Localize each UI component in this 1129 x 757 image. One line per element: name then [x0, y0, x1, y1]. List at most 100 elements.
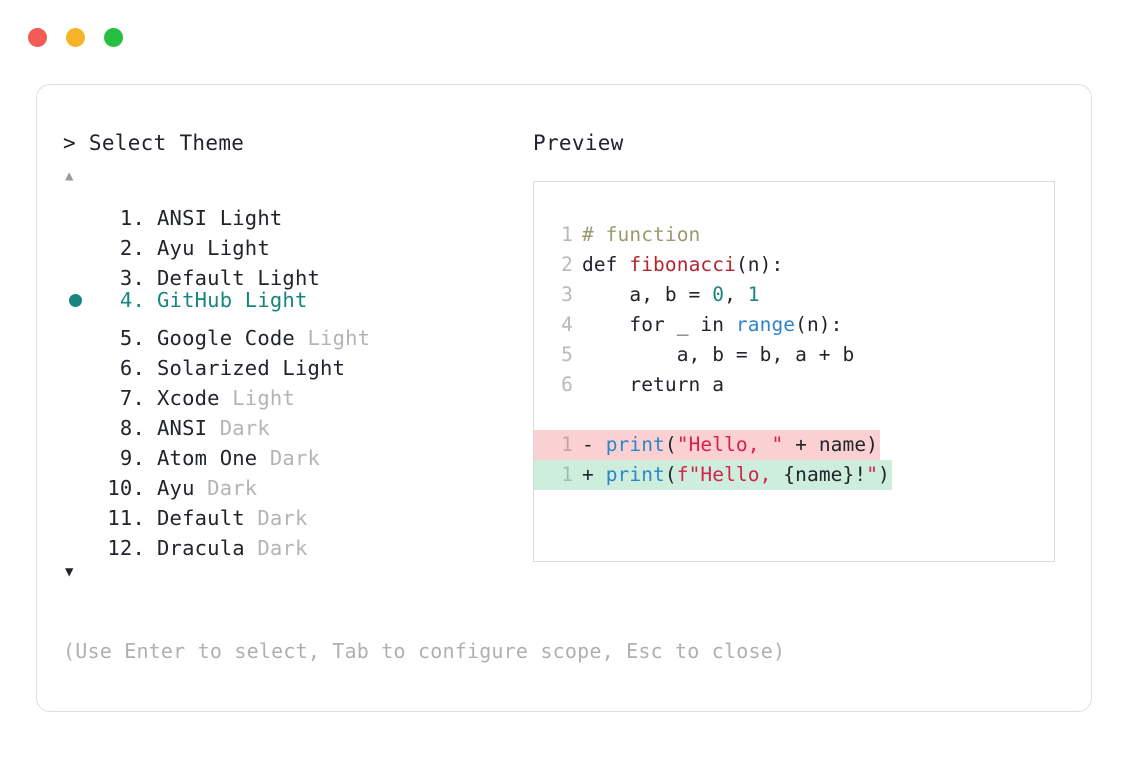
diff-line-content: + print(f"Hello, {name}!")	[582, 460, 892, 490]
code-token: def	[582, 253, 630, 276]
maximize-window-button[interactable]	[104, 28, 123, 47]
code-token: "	[866, 463, 879, 486]
theme-list-item[interactable]: 1.ANSI Light	[63, 195, 533, 230]
theme-item-label: Ayu Light	[145, 233, 270, 263]
theme-item-name: Dracula	[157, 536, 258, 560]
theme-item-variant: Dark	[269, 446, 321, 470]
theme-list-item[interactable]: 2.Ayu Light	[63, 225, 533, 260]
theme-item-label: GitHub Light	[145, 285, 308, 315]
theme-item-name: Xcode	[157, 386, 233, 410]
theme-list-item[interactable]: 4.GitHub Light	[63, 285, 533, 315]
code-line-content: for _ in range(n):	[582, 310, 843, 340]
theme-item-label: ANSI Light	[145, 203, 282, 233]
theme-item-index: 4.	[119, 288, 145, 312]
selection-bullet-cell	[63, 195, 97, 225]
code-line-content: a, b = 0, 1	[582, 280, 760, 310]
line-number: 5	[561, 343, 573, 366]
code-token: # function	[582, 223, 701, 246]
code-token: f"Hello,	[676, 463, 784, 486]
theme-list-item[interactable]: 11.Default Dark	[63, 495, 533, 530]
line-number: 6	[561, 373, 573, 396]
theme-item-variant: Dark	[257, 536, 308, 560]
theme-item-label: Dracula Dark	[145, 533, 308, 563]
code-token: {name}	[783, 463, 855, 486]
theme-list-item[interactable]: 10.Ayu Dark	[63, 465, 533, 500]
theme-item-name: GitHub	[157, 288, 245, 312]
code-token: 0	[712, 283, 725, 306]
code-line: 1 # function	[534, 220, 1054, 250]
theme-item-variant: Dark	[207, 476, 258, 500]
line-number: 2	[561, 253, 573, 276]
theme-list-item[interactable]: 6.Solarized Light	[63, 345, 533, 380]
diff-line-plus: 1+ print(f"Hello, {name}!")	[534, 460, 1054, 490]
selection-bullet-cell	[63, 255, 97, 285]
keyboard-hint: (Use Enter to select, Tab to configure s…	[63, 639, 786, 663]
theme-list-item[interactable]: 3.Default Light	[63, 255, 533, 290]
theme-list-item[interactable]: 8. ANSI Dark	[63, 405, 533, 440]
code-line-content: return a	[582, 370, 724, 400]
selection-bullet-cell	[63, 495, 97, 525]
theme-item-index: 3.	[119, 266, 145, 290]
diff-sign: -	[582, 433, 606, 456]
selection-bullet-cell	[63, 225, 97, 255]
line-number: 1	[534, 430, 582, 460]
theme-list-item[interactable]: 5.Google Code Light	[63, 315, 533, 350]
theme-item-index: 2.	[119, 236, 145, 260]
selection-bullet-cell	[63, 525, 97, 555]
theme-item-variant: Light	[219, 206, 283, 230]
close-window-button[interactable]	[28, 28, 47, 47]
theme-item-name: ANSI	[157, 206, 220, 230]
theme-item-name: ANSI	[157, 416, 220, 440]
scroll-up-icon[interactable]: ▲	[65, 168, 74, 184]
code-token: (n):	[795, 313, 843, 336]
code-token: (	[664, 463, 677, 486]
theme-item-label: Default Light	[145, 263, 320, 293]
code-line-content: a, b = b, a + b	[582, 340, 855, 370]
code-line: 4 for _ in range(n):	[534, 310, 1054, 340]
code-token: (	[664, 433, 677, 456]
theme-item-label: Solarized Light	[145, 353, 345, 383]
selection-bullet-cell	[63, 345, 97, 375]
theme-item-index: 6.	[119, 356, 145, 380]
theme-item-label: Ayu Dark	[145, 473, 257, 503]
diff-line-minus: 1- print("Hello, " + name)	[534, 430, 1054, 460]
code-line-content: # function	[582, 220, 700, 250]
theme-item-variant: Light	[207, 236, 270, 260]
code-line-content: def fibonacci(n):	[582, 250, 783, 280]
code-line: 6 return a	[534, 370, 1054, 400]
theme-item-label: Default Dark	[145, 503, 308, 533]
line-number: 1	[561, 223, 573, 246]
code-blank-line	[534, 400, 1054, 430]
theme-item-index: 12.	[107, 536, 145, 560]
code-token: a, b =	[582, 283, 713, 306]
code-token: print	[605, 433, 665, 456]
theme-item-variant: Light	[282, 356, 346, 380]
code-token: range	[735, 313, 796, 336]
select-theme-heading: > Select Theme	[63, 131, 245, 155]
theme-list-item[interactable]: 9.Atom One Dark	[63, 435, 533, 470]
code-token: ,	[724, 283, 748, 306]
code-token: for _ in	[582, 313, 736, 336]
theme-item-index: 8.	[119, 416, 145, 440]
theme-item-variant: Dark	[257, 506, 308, 530]
theme-list-item[interactable]: 12.Dracula Dark	[63, 525, 533, 560]
selection-bullet-cell	[63, 315, 97, 345]
code-token: (n):	[735, 253, 784, 276]
theme-item-variant: Dark	[219, 416, 270, 440]
selection-bullet-cell	[63, 465, 97, 495]
theme-item-name: Ayu	[157, 236, 208, 260]
theme-item-variant: Light	[244, 288, 308, 312]
theme-item-index: 5.	[119, 326, 145, 350]
theme-item-label: Atom One Dark	[145, 443, 320, 473]
theme-list-item[interactable]: 7.Xcode Light	[63, 375, 533, 410]
scroll-down-icon[interactable]: ▼	[65, 564, 74, 580]
code-line: 2 def fibonacci(n):	[534, 250, 1054, 280]
minimize-window-button[interactable]	[66, 28, 85, 47]
theme-item-name: Atom One	[157, 446, 270, 470]
theme-item-name: Default	[157, 506, 258, 530]
line-number: 1	[534, 460, 582, 490]
